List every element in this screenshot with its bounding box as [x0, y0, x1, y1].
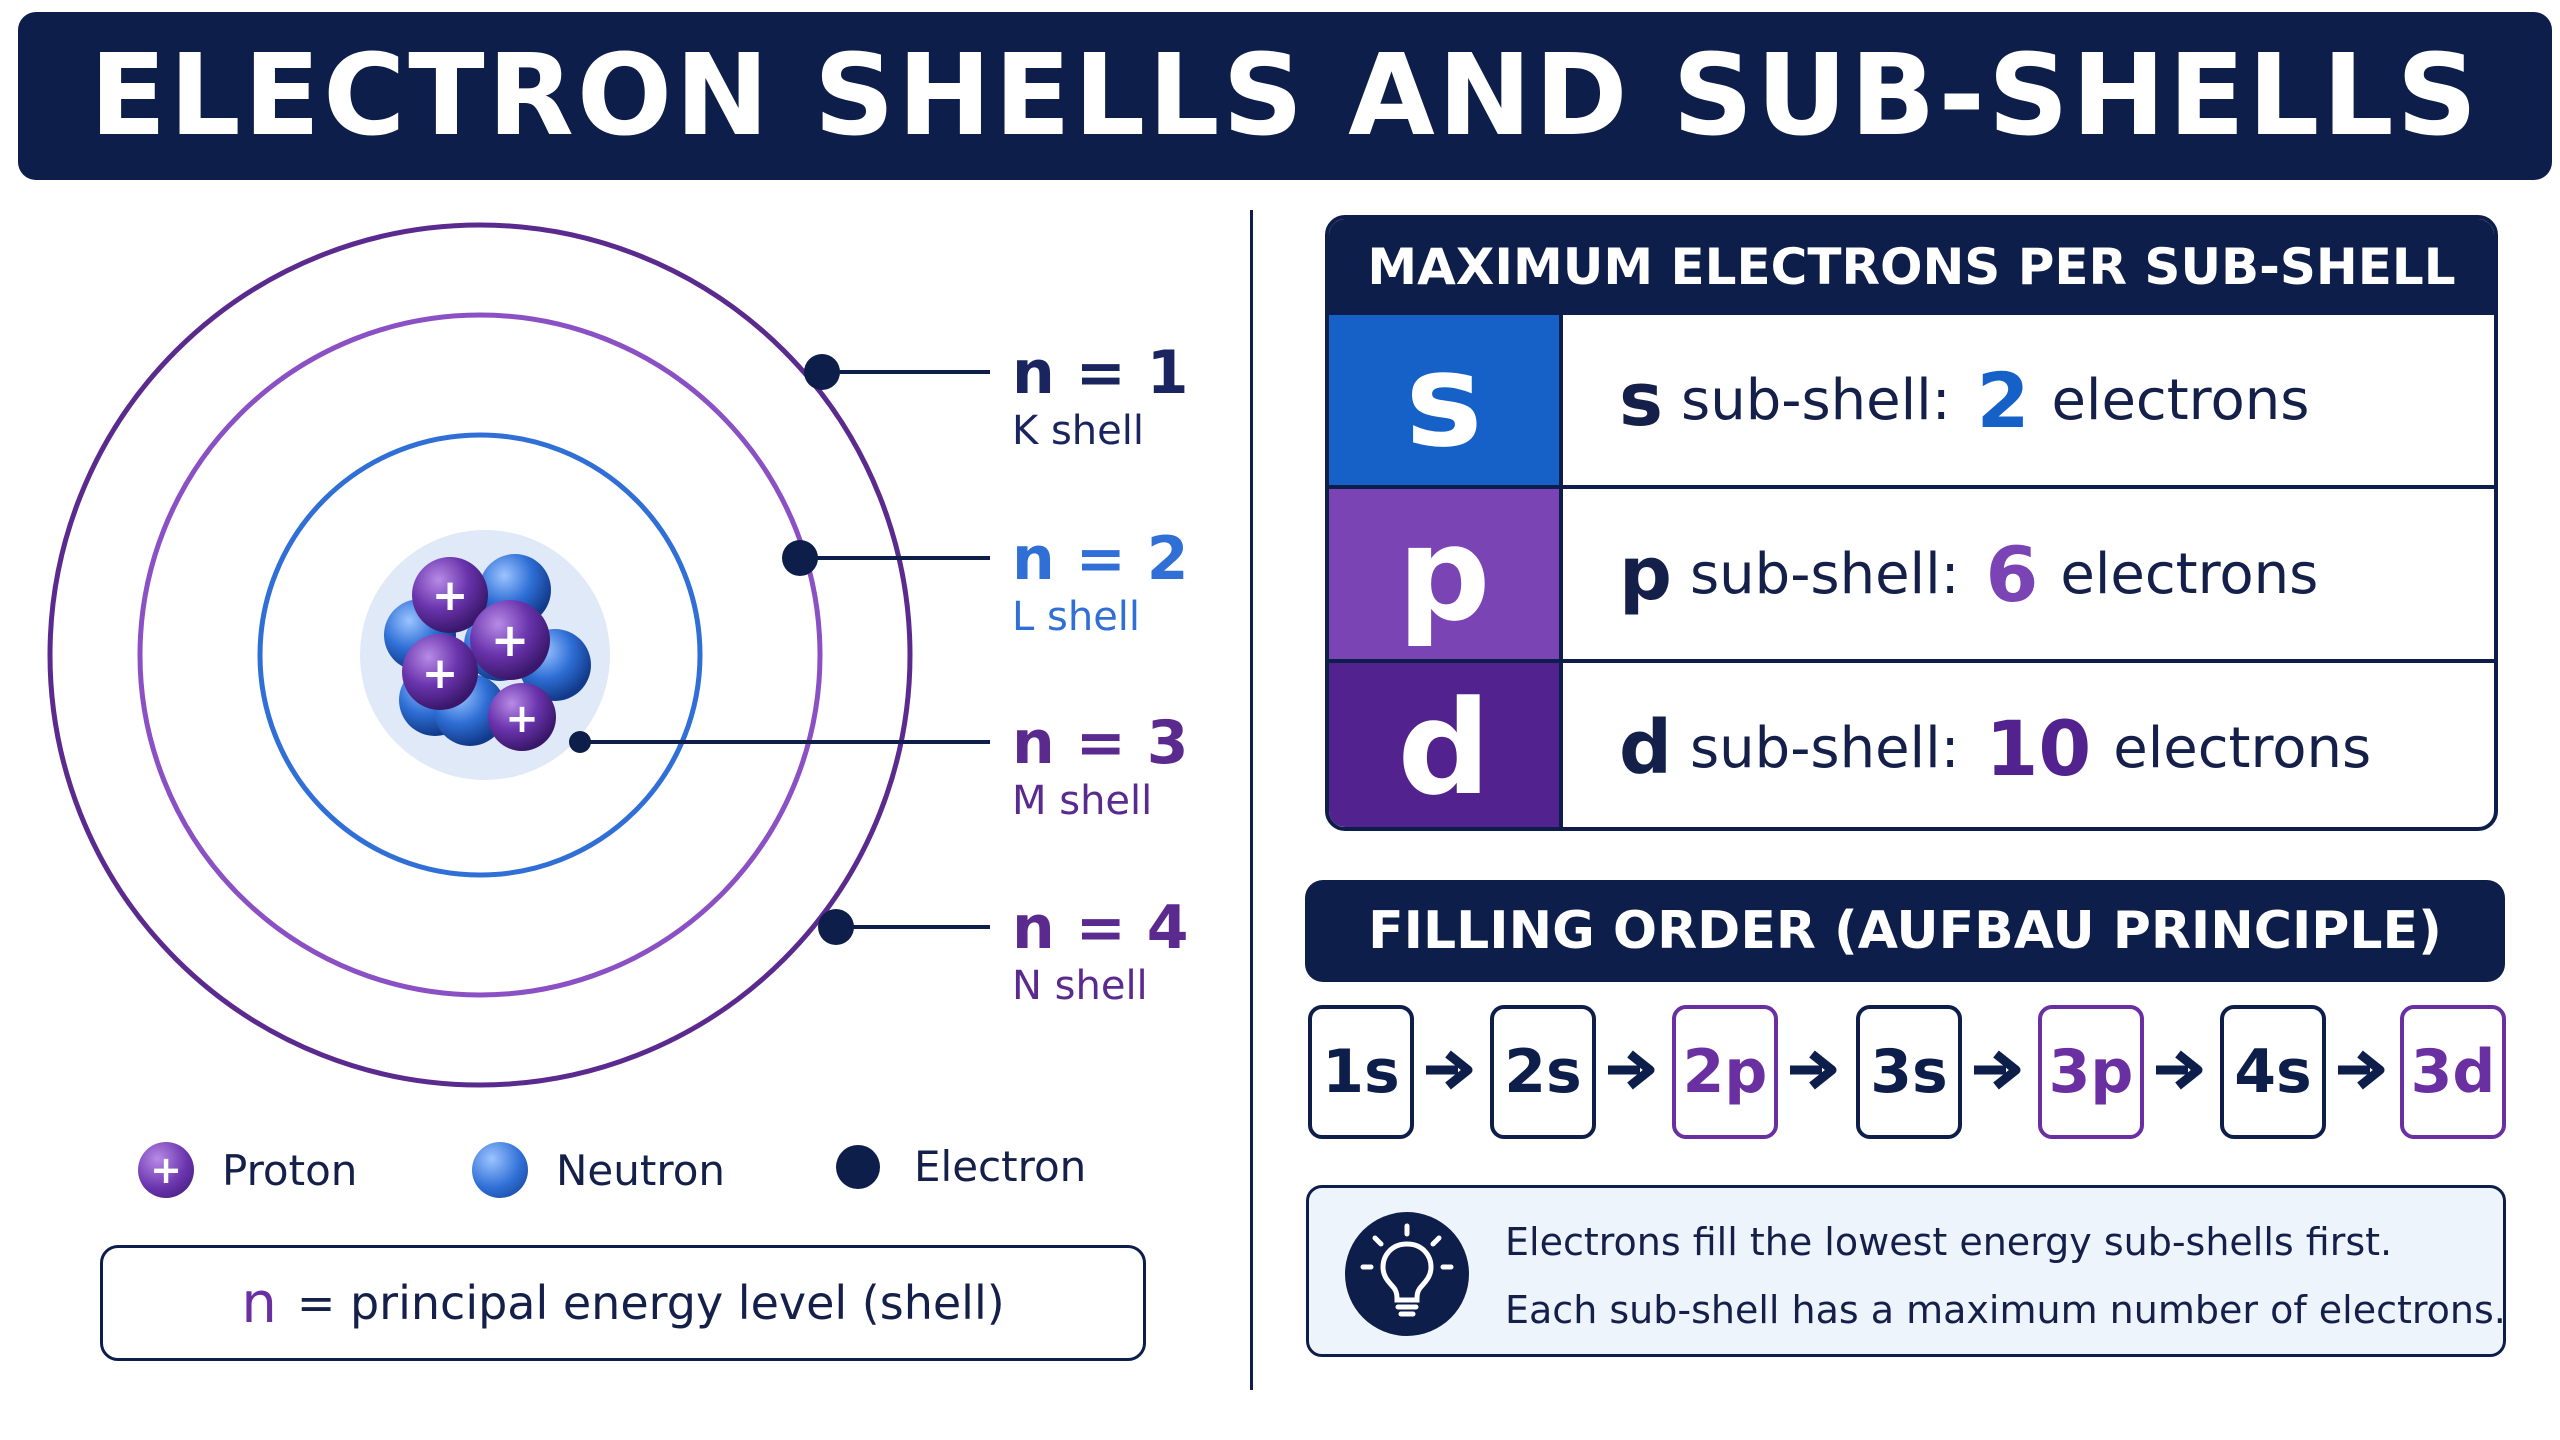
orbital-box-2s: 2s	[1490, 1005, 1596, 1139]
legend-proton-label: Proton	[222, 1145, 358, 1195]
proton-plus: +	[432, 570, 469, 621]
orbital-box-3p: 3p	[2038, 1005, 2144, 1139]
table-header: MAXIMUM ELECTRONS PER SUB-SHELL	[1329, 219, 2494, 315]
electron-count: 10	[1985, 703, 2092, 793]
proton-icon: +	[138, 1142, 194, 1198]
shell-name: L shell	[1012, 594, 1141, 640]
orbital-box-4s: 4s	[2220, 1005, 2326, 1139]
electron	[569, 731, 591, 753]
arrow-right-icon	[1608, 1050, 1655, 1090]
table-row-p: p p sub-shell: 6 electrons	[1329, 485, 2494, 659]
shell-name: K shell	[1012, 408, 1144, 454]
orbital-box-2p: 2p	[1672, 1005, 1778, 1139]
subshell-letter: d	[1329, 663, 1563, 827]
proton	[488, 683, 556, 751]
arrow-right-icon	[1974, 1050, 2021, 1090]
shell-label-m: n = 3 M shell	[1012, 708, 1189, 824]
subshell-letter-inline: s	[1619, 357, 1664, 443]
legend-electron-label: Electron	[914, 1142, 1087, 1191]
proton-plus: +	[505, 696, 539, 742]
tip-line-1: Electrons fill the lowest energy sub-she…	[1505, 1220, 2393, 1264]
electron-unit: electrons	[2113, 715, 2372, 781]
electron-count: 2	[1976, 355, 2030, 445]
subshell-label: sub-shell:	[1689, 541, 1960, 607]
principal-level-note: n = principal energy level (shell)	[100, 1245, 1146, 1361]
electron	[782, 540, 818, 576]
table-row-d: d d sub-shell: 10 electrons	[1329, 659, 2494, 827]
proton	[402, 634, 478, 710]
arrow-right-icon	[1426, 1050, 1473, 1090]
arrow-right-icon	[2156, 1050, 2203, 1090]
shell-label-k: n = 1 K shell	[1012, 338, 1189, 454]
shell-ring-4	[47, 222, 913, 1088]
table-row-s: s s sub-shell: 2 electrons	[1329, 315, 2494, 485]
electron-unit: electrons	[2060, 541, 2319, 607]
subshell-label: sub-shell:	[1689, 715, 1960, 781]
shell-number: n = 1	[1012, 338, 1189, 408]
subshell-description: s sub-shell: 2 electrons	[1563, 315, 2494, 485]
electron-icon	[836, 1144, 880, 1189]
shell-ring-3	[137, 312, 823, 998]
filling-order-header: FILLING ORDER (AUFBAU PRINCIPLE)	[1305, 880, 2505, 982]
shell-number: n = 4	[1012, 893, 1189, 963]
arrow-right-icon	[2338, 1050, 2385, 1090]
subshell-letter: s	[1329, 315, 1563, 485]
legend-electron: Electron	[830, 1142, 1086, 1191]
electron-count: 6	[1985, 529, 2039, 619]
subshell-description: d sub-shell: 10 electrons	[1563, 663, 2494, 827]
proton	[412, 557, 488, 633]
page-title: ELECTRON SHELLS AND SUB-SHELLS	[89, 31, 2481, 161]
orbital-box-1s: 1s	[1308, 1005, 1414, 1139]
orbital-box-3s: 3s	[1856, 1005, 1962, 1139]
shell-label-l: n = 2 L shell	[1012, 524, 1189, 640]
electron	[804, 354, 840, 390]
n-symbol: n	[241, 1270, 277, 1336]
nucleus: + + + +	[384, 554, 591, 751]
subshell-table: MAXIMUM ELECTRONS PER SUB-SHELL s s sub-…	[1325, 215, 2498, 831]
proton	[470, 600, 550, 680]
legend-neutron: Neutron	[472, 1142, 725, 1198]
electron	[818, 909, 854, 945]
legend-proton: + Proton	[138, 1142, 357, 1198]
atom-diagram: + + + +	[47, 222, 990, 1088]
proton-plus: +	[422, 648, 459, 699]
orbital-box-3d: 3d	[2400, 1005, 2506, 1139]
title-banner: ELECTRON SHELLS AND SUB-SHELLS	[18, 12, 2552, 180]
tip-line-2: Each sub-shell has a maximum number of e…	[1505, 1288, 2506, 1332]
shell-ring-2	[257, 432, 703, 878]
shell-number: n = 2	[1012, 524, 1189, 594]
subshell-label: sub-shell:	[1681, 367, 1951, 433]
legend-neutron-label: Neutron	[556, 1145, 726, 1195]
neutron-icon	[472, 1142, 528, 1198]
subshell-letter: p	[1329, 489, 1563, 659]
tip-box: Electrons fill the lowest energy sub-she…	[1306, 1185, 2506, 1357]
panel-divider	[1250, 210, 1253, 1390]
subshell-letter-inline: p	[1619, 531, 1672, 617]
n-definition-text: = principal energy level (shell)	[296, 1276, 1005, 1330]
proton-plus: +	[491, 613, 530, 667]
shell-number: n = 3	[1012, 708, 1189, 778]
subshell-letter-inline: d	[1619, 705, 1672, 791]
arrow-right-icon	[1790, 1050, 1837, 1090]
subshell-description: p sub-shell: 6 electrons	[1563, 489, 2494, 659]
shell-name: M shell	[1012, 778, 1153, 824]
electron-unit: electrons	[2051, 367, 2310, 433]
shell-label-n: n = 4 N shell	[1012, 893, 1189, 1009]
lightbulb-icon	[1345, 1212, 1469, 1336]
shell-name: N shell	[1012, 963, 1148, 1009]
